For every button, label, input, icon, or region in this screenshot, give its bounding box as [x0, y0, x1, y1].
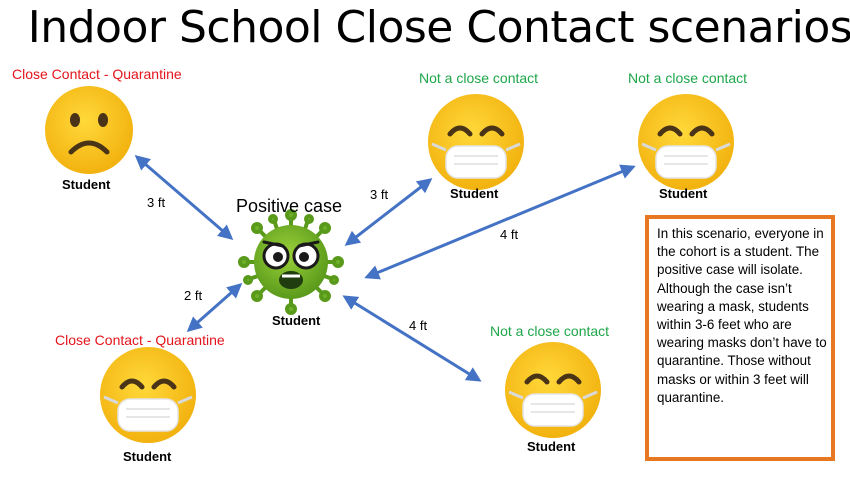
arrow-to-student-bottom-right — [342, 295, 482, 382]
student-label-top-left: Student — [62, 177, 111, 192]
masked-face-icon — [505, 342, 601, 438]
status-label-top-right: Not a close contact — [628, 70, 748, 86]
positive-case-student-label: Student — [272, 313, 321, 328]
arrow-to-student-top-middle — [344, 178, 433, 246]
status-label-top-left: Close Contact - Quarantine — [12, 66, 182, 82]
masked-face-icon — [638, 94, 734, 190]
arrow-to-student-top-left — [134, 155, 234, 240]
distance-label: 2 ft — [184, 288, 203, 303]
student-label-top-right: Student — [659, 186, 708, 201]
status-label-bottom-right: Not a close contact — [490, 323, 610, 339]
status-label-top-middle: Not a close contact — [419, 70, 539, 86]
distance-label: 4 ft — [500, 227, 519, 242]
student-label-top-middle: Student — [450, 186, 499, 201]
masked-face-icon — [100, 347, 196, 443]
student-label-bottom-left: Student — [123, 449, 172, 464]
page-title: Indoor School Close Contact scenarios — [27, 2, 850, 53]
distance-label: 4 ft — [409, 318, 428, 333]
distance-label: 3 ft — [370, 187, 389, 202]
status-label-bottom-left: Close Contact - Quarantine — [55, 332, 225, 348]
student-label-bottom-right: Student — [527, 439, 576, 454]
distance-label: 3 ft — [147, 195, 166, 210]
arrow-to-student-top-right — [364, 164, 636, 280]
scenario-note-box: In this scenario, everyone in the cohort… — [645, 215, 835, 461]
masked-face-icon — [428, 94, 524, 190]
connection-arrows — [134, 155, 636, 382]
virus-face-icon — [238, 209, 344, 315]
sad-face-icon — [45, 86, 133, 174]
arrow-to-student-bottom-left — [186, 283, 243, 332]
positive-case-title: Positive case — [236, 196, 343, 216]
